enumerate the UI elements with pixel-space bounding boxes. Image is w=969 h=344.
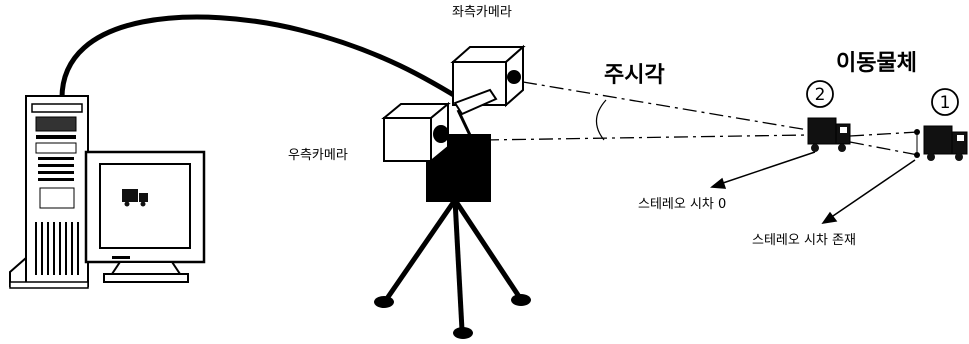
moving-object-label: 이동물체 <box>836 51 917 76</box>
crt-monitor-icon <box>84 150 206 283</box>
pointer-arrows <box>710 151 916 225</box>
vergence-angle-arc <box>595 99 607 141</box>
tower-computer-icon <box>9 95 89 289</box>
marker-2: 2 <box>806 80 834 108</box>
vergence-angle-label: 주시각 <box>604 63 665 88</box>
disparity-points <box>914 129 920 158</box>
cable <box>59 14 472 108</box>
camera-icon <box>381 44 526 202</box>
disparity-zero-label: 스테레오 시차 0 <box>638 197 726 212</box>
truck-icon-position-2 <box>807 117 851 152</box>
screen-truck-icon <box>122 189 148 207</box>
tripod-icon <box>374 198 531 339</box>
truck-icon-position-1 <box>923 125 968 161</box>
marker-1: 1 <box>931 88 959 116</box>
marker-2-label: 2 <box>815 85 826 105</box>
right-camera-label: 우측카메라 <box>288 148 348 163</box>
sight-lines <box>484 81 919 156</box>
marker-1-label: 1 <box>940 93 951 113</box>
disparity-exists-label: 스테레오 시차 존재 <box>752 233 856 248</box>
left-camera-label: 좌측카메라 <box>452 5 512 20</box>
